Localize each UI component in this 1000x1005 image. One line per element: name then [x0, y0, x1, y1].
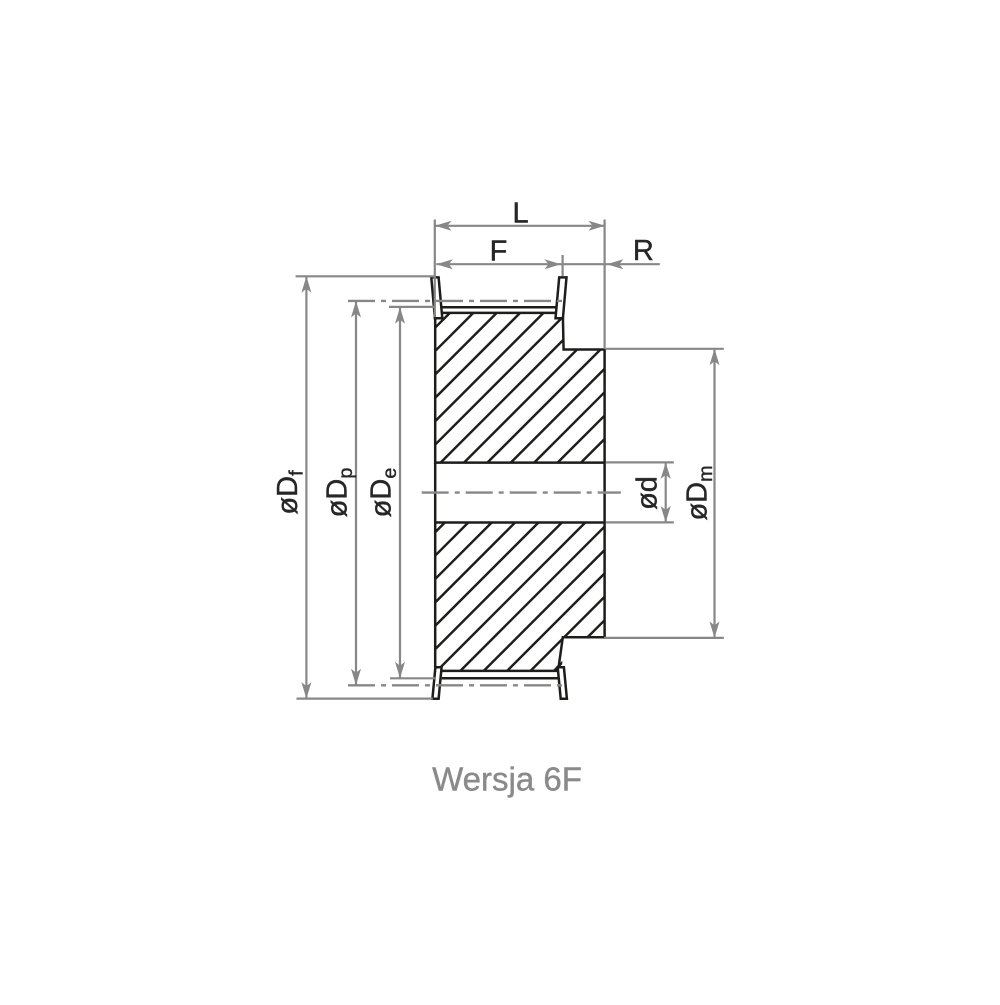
svg-text:L: L [513, 198, 529, 230]
svg-text:øDf: øDf [272, 470, 308, 515]
svg-text:øDe: øDe [366, 468, 402, 518]
svg-text:Wersja 6F: Wersja 6F [432, 761, 582, 798]
svg-text:R: R [633, 235, 654, 267]
svg-text:F: F [490, 236, 508, 268]
svg-text:ød: ød [632, 476, 664, 510]
svg-text:øDm: øDm [682, 465, 718, 520]
svg-text:øDp: øDp [322, 468, 358, 518]
